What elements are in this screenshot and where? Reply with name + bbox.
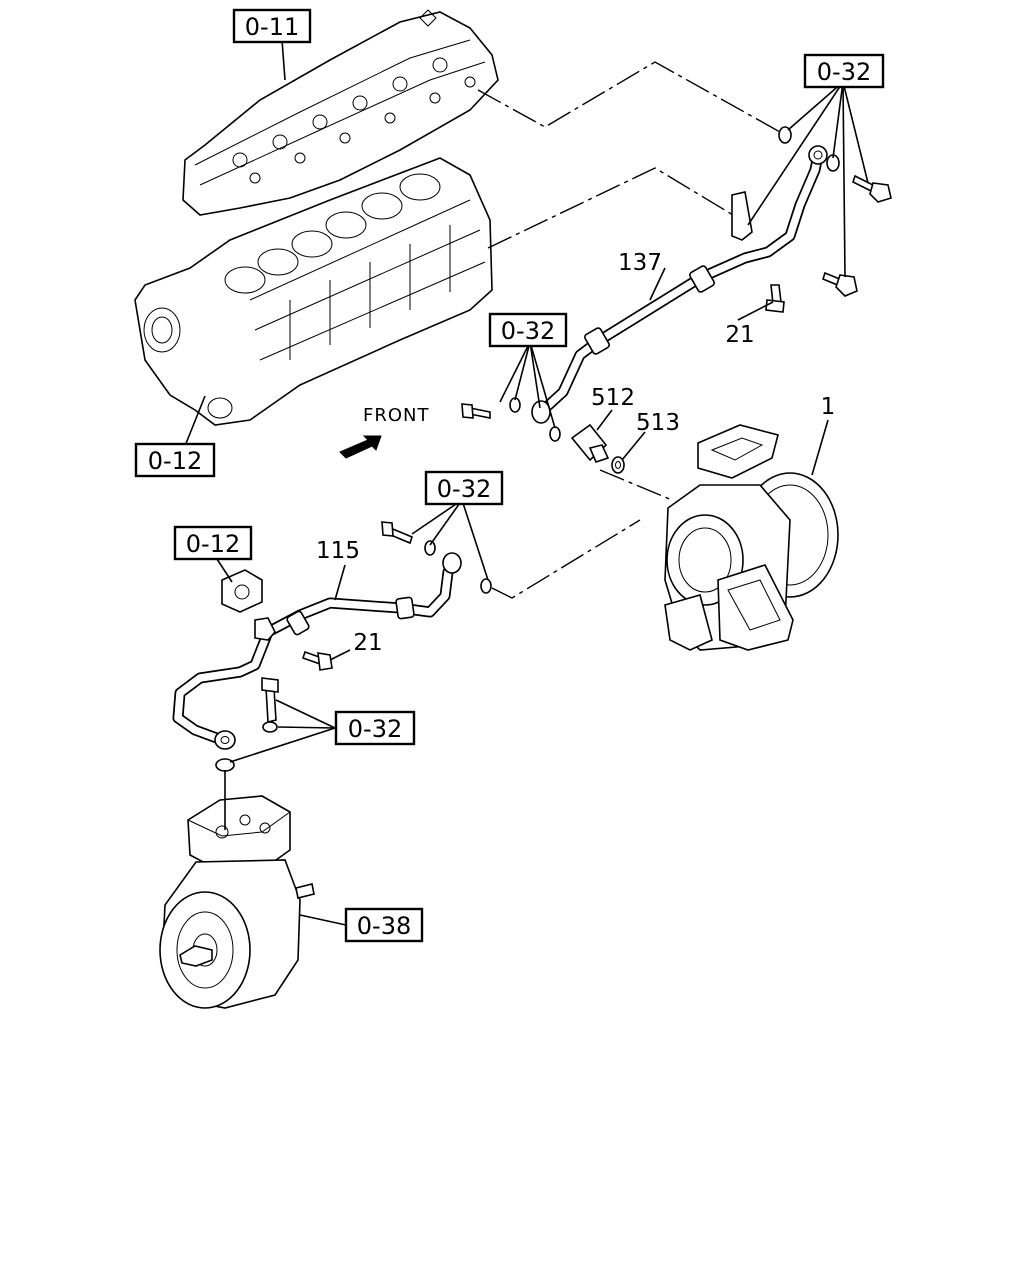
upper-fasteners — [461, 126, 892, 442]
ref-label-block-fitting: 0-12 — [186, 530, 240, 558]
front-label: FRONT — [363, 405, 430, 426]
leader-lines — [477, 61, 781, 599]
ref-label-oil-return: 0-32 — [437, 475, 491, 503]
ref-label-air-compressor: 0-38 — [357, 912, 411, 940]
ref-box-air-compressor[interactable]: 0-38 — [344, 907, 424, 943]
part-number-137[interactable]: 137 — [618, 250, 662, 276]
part-number-512[interactable]: 512 — [591, 385, 635, 411]
ref-box-compressor-group[interactable]: 0-32 — [334, 710, 416, 746]
ref-label-cylinder-head: 0-11 — [245, 13, 299, 41]
ref-label-cylinder-block: 0-12 — [148, 447, 202, 475]
ref-label-oil-feed-mid: 0-32 — [501, 317, 555, 345]
part-number-115[interactable]: 115 — [316, 538, 360, 564]
turbocharger-drawing — [664, 424, 839, 651]
air-compressor-drawing — [159, 795, 315, 1009]
cylinder-head-drawing — [182, 9, 499, 216]
ref-label-compressor-group: 0-32 — [348, 715, 402, 743]
oil-pipe-115 — [172, 552, 462, 750]
ref-box-oil-return[interactable]: 0-32 — [424, 470, 504, 506]
ref-box-oil-feed-mid[interactable]: 0-32 — [488, 312, 568, 348]
part-number-21-upper[interactable]: 21 — [725, 322, 754, 348]
oil-feed-pipe-137 — [531, 145, 828, 424]
washer-513-drawing — [611, 456, 625, 474]
ref-box-cylinder-block[interactable]: 0-12 — [134, 442, 216, 478]
part-number-1[interactable]: 1 — [821, 394, 836, 420]
lower-fasteners — [215, 521, 492, 772]
part-number-21-lower[interactable]: 21 — [353, 630, 382, 656]
block-fitting-drawing — [221, 569, 263, 613]
ref-box-cylinder-head[interactable]: 0-11 — [232, 8, 312, 44]
front-arrow-icon — [339, 435, 382, 459]
ref-box-block-fitting[interactable]: 0-12 — [173, 525, 253, 561]
part-number-513[interactable]: 513 — [636, 410, 680, 436]
front-indicator: FRONT — [339, 405, 430, 459]
connector-512-drawing — [570, 423, 610, 463]
ref-label-oil-feed-top: 0-32 — [817, 58, 871, 86]
solid-leaders — [184, 39, 869, 926]
cylinder-block-drawing — [134, 157, 493, 426]
ref-box-oil-feed-top[interactable]: 0-32 — [803, 53, 885, 89]
